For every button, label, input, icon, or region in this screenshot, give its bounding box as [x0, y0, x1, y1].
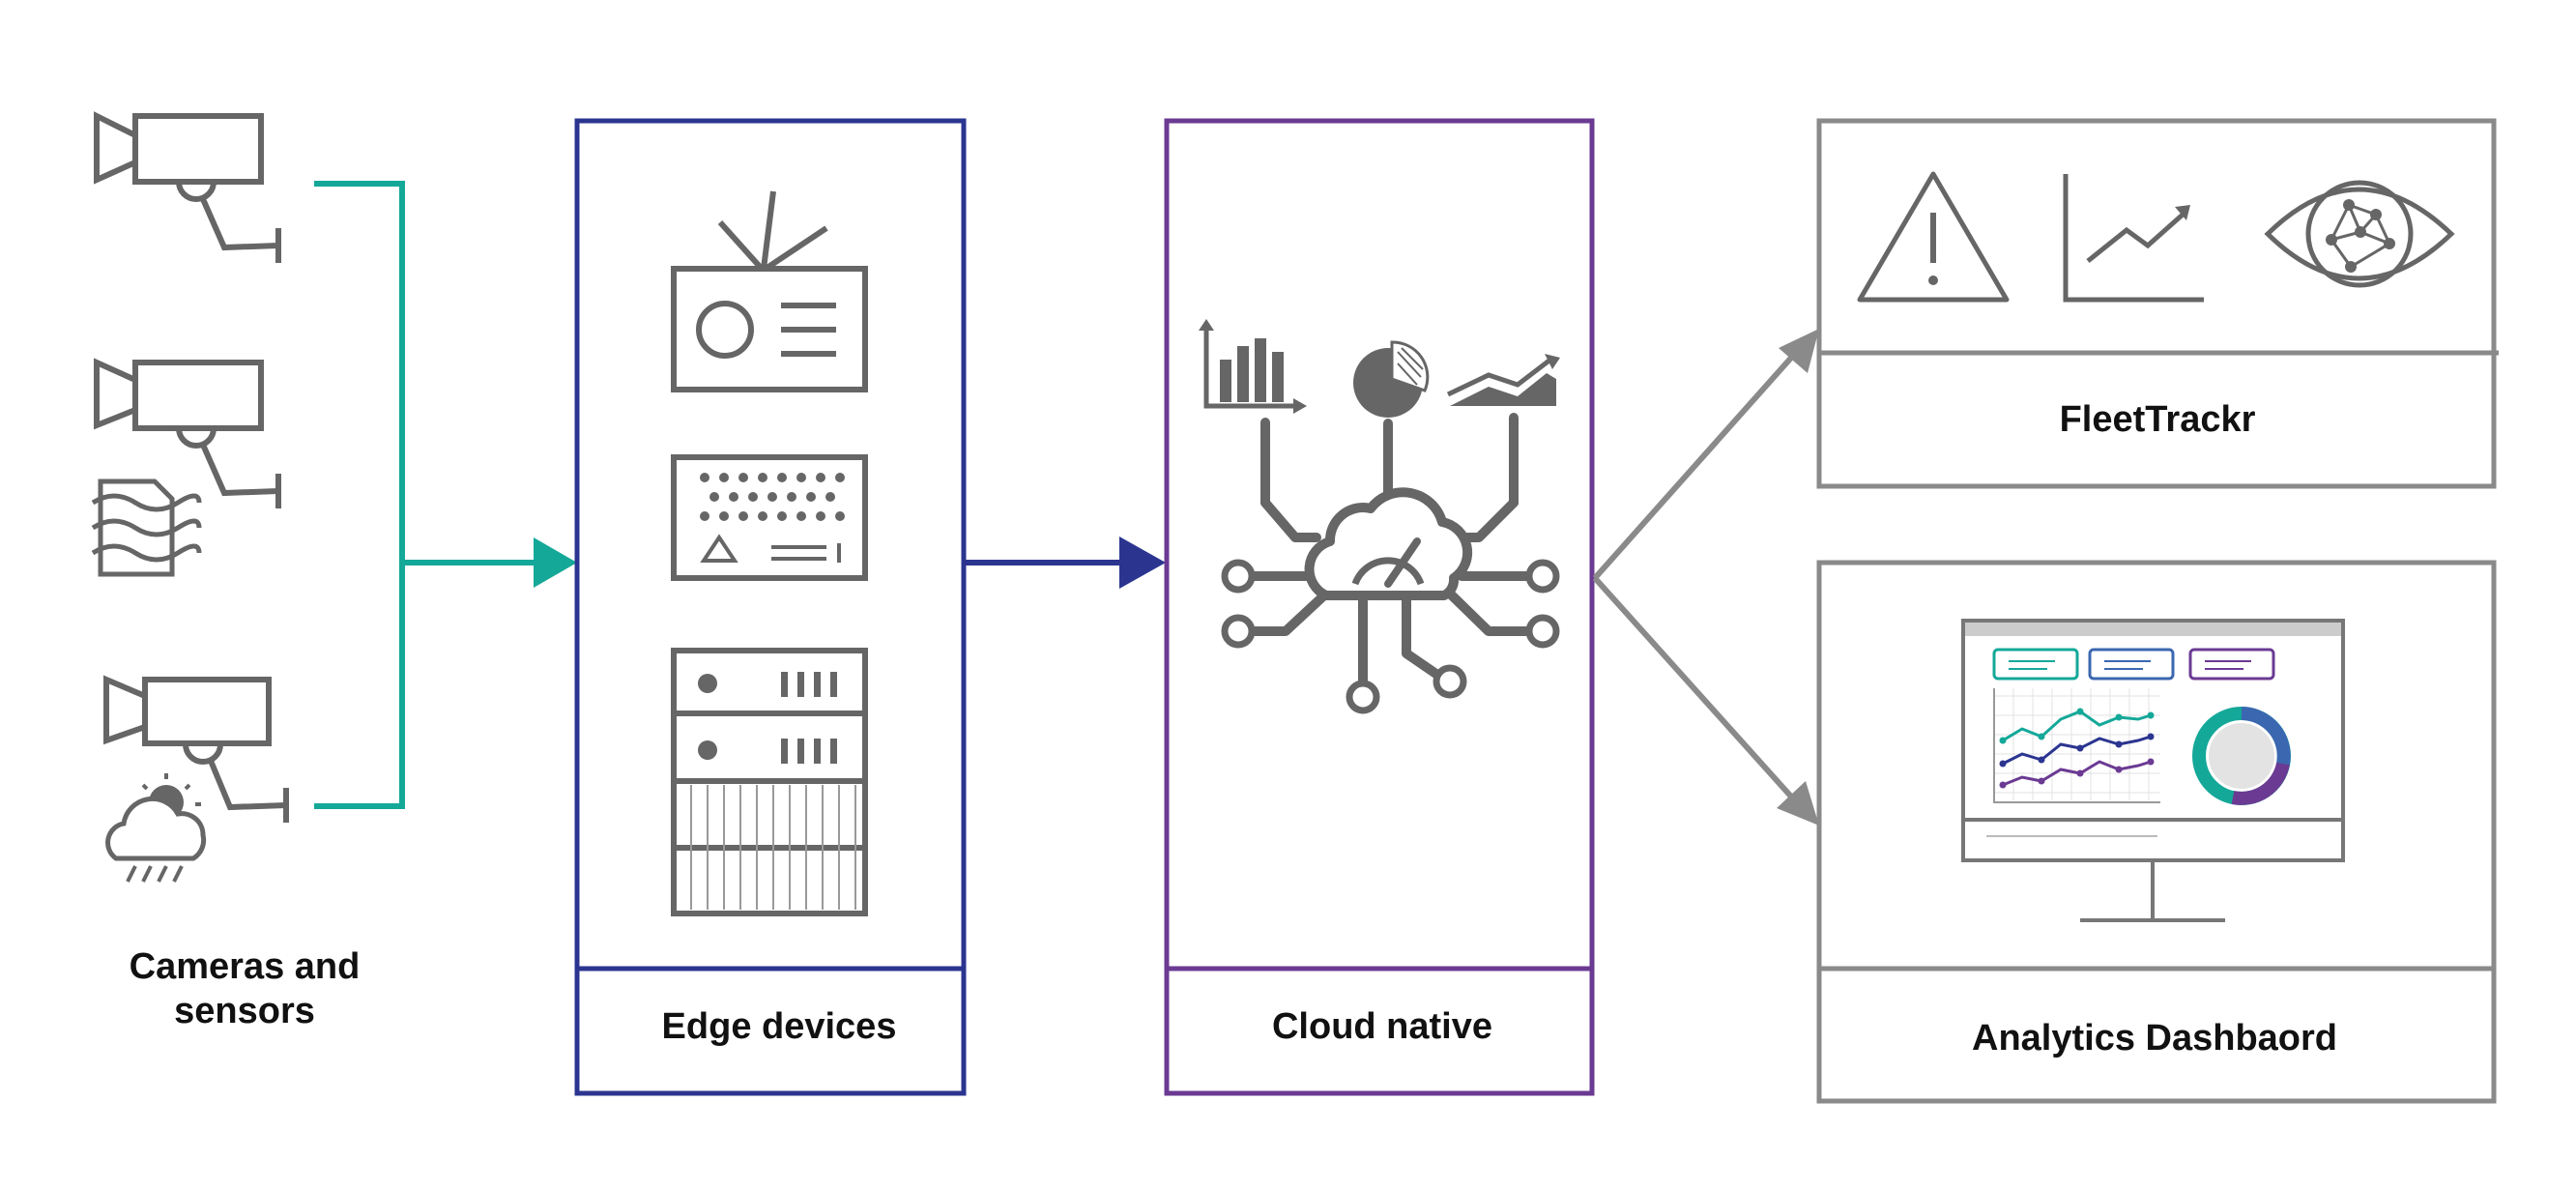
cloud-native-label: Cloud native	[1272, 1006, 1492, 1047]
camera-icon	[103, 675, 289, 823]
server-rack-icon	[671, 648, 868, 916]
edge-devices-box	[574, 118, 967, 1096]
keypad-device-icon	[671, 454, 868, 581]
monitor-dashboard-icon	[1961, 619, 2345, 922]
bar-chart-icon	[1199, 319, 1307, 414]
analytics-label: Analytics Dashbaord	[1972, 1018, 2337, 1058]
navy-arrowhead	[1119, 536, 1166, 589]
cameras-label-line2: sensors	[174, 991, 315, 1031]
camera-3	[103, 675, 289, 883]
fleettrackr-box	[1816, 118, 2499, 489]
arrowhead-to-fleettrackr	[1779, 329, 1819, 373]
wind-sensor-icon	[91, 478, 202, 577]
eye-network-icon	[2264, 180, 2455, 288]
teal-arrowhead	[534, 537, 577, 588]
camera-2	[91, 358, 281, 577]
cameras-label-line1: Cameras and	[130, 946, 361, 987]
analytics-box	[1816, 560, 2497, 1104]
camera-icon	[94, 111, 281, 263]
camera-1	[94, 111, 281, 263]
warning-icon	[1857, 171, 2010, 303]
weather-icon	[105, 773, 207, 883]
line-chart-icon	[2063, 174, 2204, 303]
radio-icon	[671, 190, 868, 392]
cloud-gauge-icon	[1221, 413, 1560, 714]
arrowhead-to-analytics	[1777, 781, 1819, 826]
fleettrackr-label: FleetTrackr	[2060, 399, 2256, 440]
pie-chart-icon	[1353, 340, 1430, 418]
teal-connector	[314, 181, 536, 809]
camera-icon	[94, 358, 281, 508]
cloud-native-box	[1164, 118, 1595, 1096]
area-chart-icon	[1446, 354, 1560, 406]
edge-devices-label: Edge devices	[662, 1006, 897, 1047]
output-connectors	[1592, 346, 1803, 809]
